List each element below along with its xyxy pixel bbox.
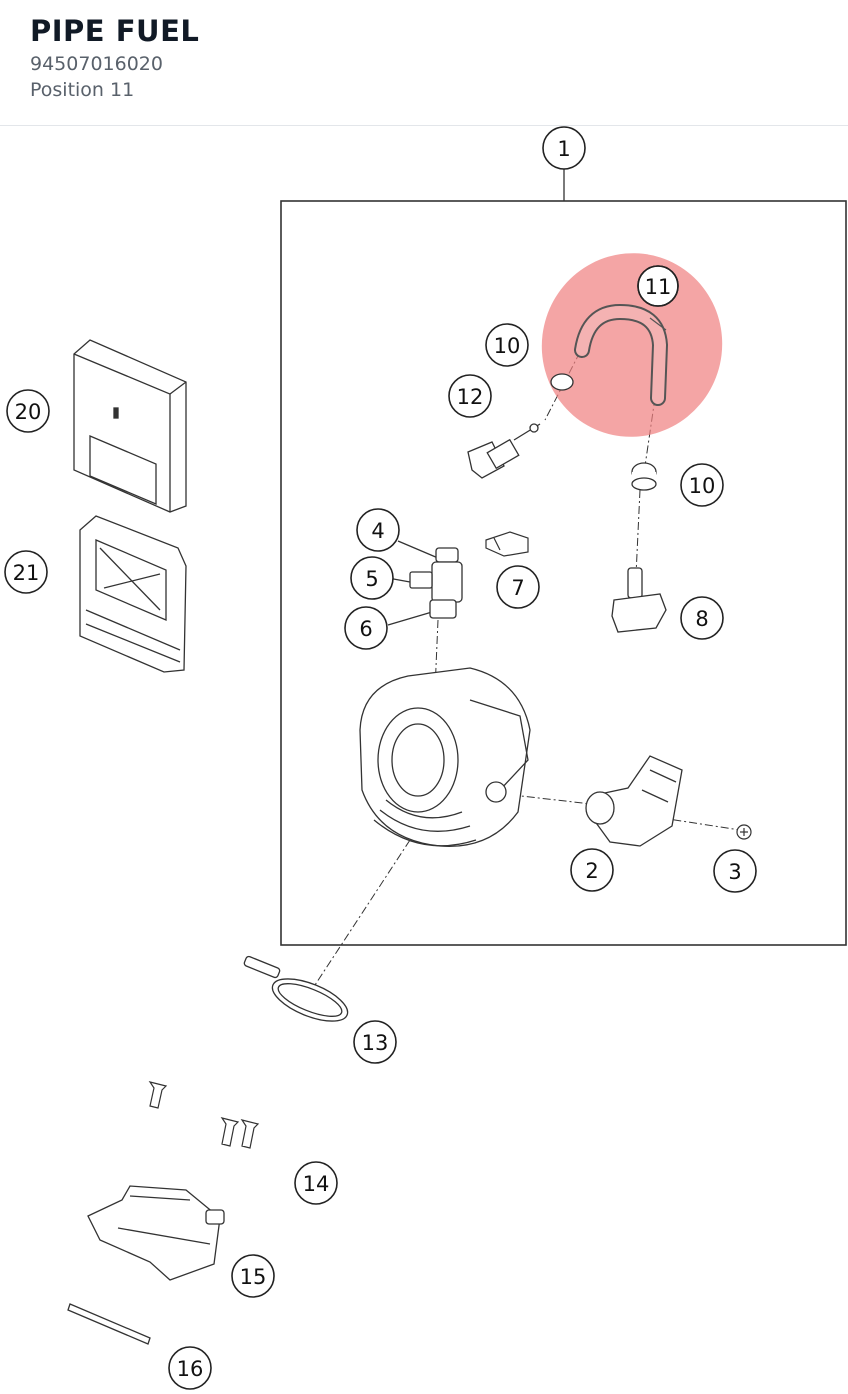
- part-position: Position 11: [30, 79, 135, 101]
- callout-label-10a: 10: [494, 334, 521, 358]
- callout-10b[interactable]: [680, 463, 724, 507]
- callout-10a[interactable]: [485, 323, 529, 367]
- throttle-body: [359, 667, 531, 848]
- callout-8[interactable]: [680, 596, 724, 640]
- callout-label-5: 5: [365, 567, 378, 591]
- fuel-pipe-part[interactable]: [574, 303, 669, 406]
- diagram-svg: 1 2 3 4 5 6 7 8 10 10 11 12 13 14 15 16 …: [4, 126, 847, 1390]
- callout-20[interactable]: [6, 389, 50, 433]
- callout-label-7: 7: [511, 576, 524, 600]
- callout-label-15: 15: [240, 1265, 267, 1289]
- ecu-unit: [79, 515, 187, 673]
- callout-label-21: 21: [13, 561, 40, 585]
- fitting-part: [467, 423, 541, 479]
- callout-label-13: 13: [362, 1031, 389, 1055]
- callout-label-12: 12: [457, 385, 484, 409]
- part-header: PIPE FUEL 94507016020 Position 11: [0, 0, 848, 126]
- callout-15[interactable]: [231, 1254, 275, 1298]
- callout-label-2: 2: [585, 859, 598, 883]
- callout-label-11: 11: [645, 275, 672, 299]
- callout-label-1: 1: [557, 137, 570, 161]
- callout-label-16: 16: [177, 1357, 204, 1381]
- callout-label-6: 6: [359, 617, 372, 641]
- part-title: PIPE FUEL: [30, 14, 200, 48]
- callout-label-3: 3: [728, 860, 741, 884]
- callout-14[interactable]: [294, 1161, 338, 1205]
- ecu-cover: [73, 339, 187, 513]
- callout-13[interactable]: [353, 1020, 397, 1064]
- callout-5[interactable]: [350, 556, 394, 600]
- callout-12[interactable]: [448, 374, 492, 418]
- callout-3[interactable]: [713, 849, 757, 893]
- highlight-selected-part: [541, 253, 723, 437]
- callout-1[interactable]: [542, 126, 586, 170]
- callout-7[interactable]: [496, 565, 540, 609]
- callout-16[interactable]: [168, 1346, 212, 1390]
- part-number: 94507016020: [30, 53, 163, 75]
- callout-6[interactable]: [344, 606, 388, 650]
- callout-label-14: 14: [303, 1172, 330, 1196]
- callout-4[interactable]: [356, 508, 400, 552]
- callout-label-4: 4: [371, 519, 384, 543]
- exploded-parts-diagram: 1 2 3 4 5 6 7 8 10 10 11 12 13 14 15 16 …: [0, 126, 848, 1390]
- callout-21[interactable]: [4, 550, 48, 594]
- callout-label-20: 20: [15, 400, 42, 424]
- callout-label-10b: 10: [689, 474, 716, 498]
- callout-label-8: 8: [695, 607, 708, 631]
- callout-2[interactable]: [570, 848, 614, 892]
